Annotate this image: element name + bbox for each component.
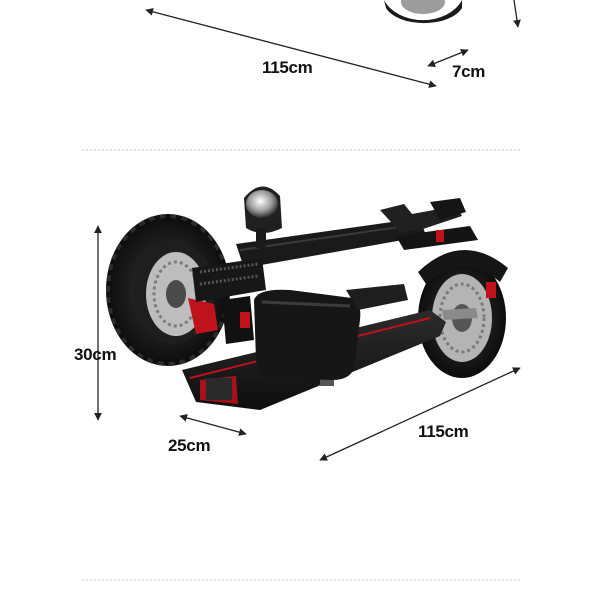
stem [236,198,478,268]
height-label: 30cm [74,345,117,364]
front-wheel [106,214,230,366]
front-suspension [192,258,266,344]
top-length-dimension-line [145,8,437,88]
top-wheel-fragment [384,0,462,24]
top-length-label: 115cm [262,58,313,77]
top-depth-label: 7cm [452,62,486,81]
width-label: 25cm [168,436,211,455]
width-dimension-line [179,414,247,436]
top-right-dimension-line [513,0,521,28]
seat-block [254,284,408,380]
headlamp [244,186,282,248]
length-label: 115cm [418,422,469,441]
top-depth-dimension-line [427,48,469,68]
folded-scooter [106,186,508,410]
length-dimension-line [319,367,521,461]
